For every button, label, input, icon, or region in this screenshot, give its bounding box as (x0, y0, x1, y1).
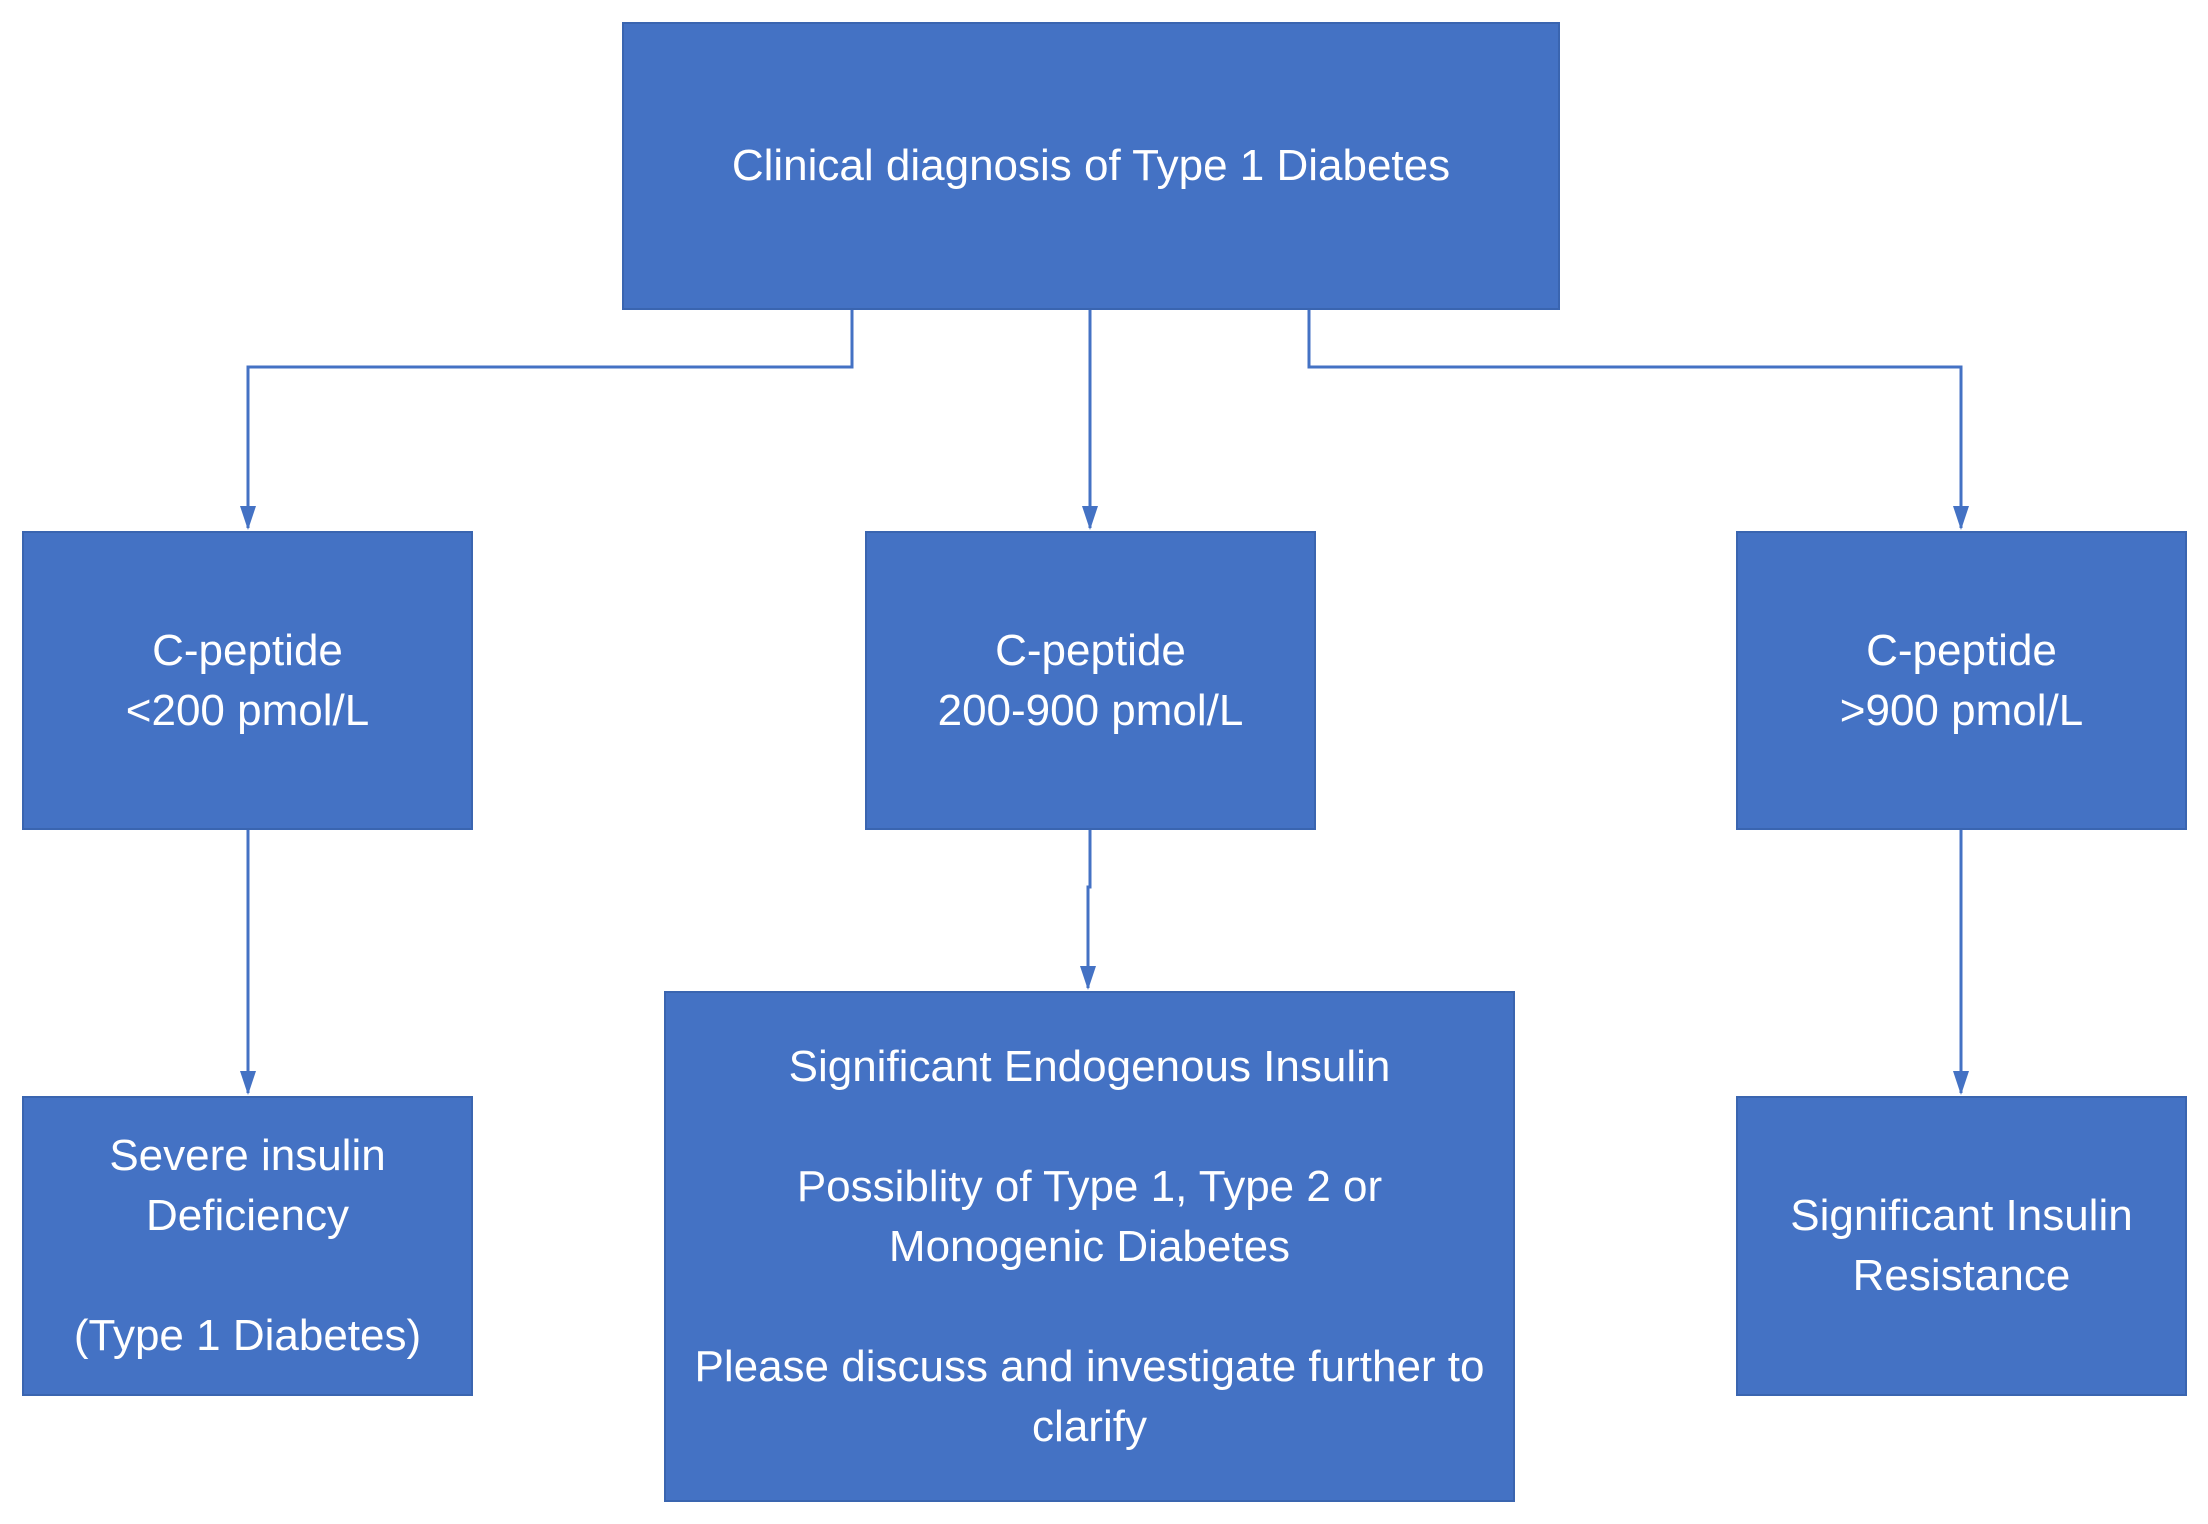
endogenous-line-1: Possiblity of Type 1, Type 2 or (796, 1161, 1383, 1211)
c-peptide-mid-range: 200-900 pmol/L (937, 685, 1244, 735)
arrowhead-endogenous (1080, 966, 1096, 990)
insulin-resistance-node: Significant Insulin Resistance (1736, 1096, 2187, 1396)
c-peptide-low-range: <200 pmol/L (125, 685, 370, 735)
resistance-line-2: Resistance (1852, 1251, 2071, 1300)
c-peptide-mid-node: C-peptide 200-900 pmol/L (865, 531, 1316, 830)
arrowhead-resistance (1953, 1071, 1969, 1095)
arrow-mid-to-endogenous (1086, 828, 1092, 988)
c-peptide-high-node: C-peptide >900 pmol/L (1736, 531, 2187, 830)
arrowhead-mid (1082, 506, 1098, 530)
endogenous-line-3: Please discuss and investigate further t… (694, 1341, 1485, 1391)
deficiency-line-1: Severe insulin (109, 1131, 386, 1180)
c-peptide-high-range: >900 pmol/L (1839, 685, 2084, 735)
resistance-line-1: Significant Insulin (1790, 1191, 2133, 1240)
endogenous-insulin-node: Significant Endogenous Insulin Possiblit… (664, 991, 1515, 1502)
root-node: Clinical diagnosis of Type 1 Diabetes (622, 22, 1560, 310)
deficiency-line-2: Deficiency (146, 1191, 349, 1240)
endogenous-heading: Significant Endogenous Insulin (788, 1041, 1391, 1091)
deficiency-note: (Type 1 Diabetes) (73, 1311, 422, 1360)
c-peptide-mid-label: C-peptide (995, 625, 1186, 675)
endogenous-line-2: Monogenic Diabetes (888, 1221, 1291, 1271)
arrowhead-deficiency (240, 1071, 256, 1095)
arrowhead-high (1953, 506, 1969, 530)
root-label: Clinical diagnosis of Type 1 Diabetes (731, 141, 1451, 190)
arrow-root-to-low (246, 308, 854, 528)
arrowhead-low (240, 506, 256, 530)
severe-insulin-deficiency-node: Severe insulin Deficiency (Type 1 Diabet… (22, 1096, 473, 1396)
arrow-root-to-high (1307, 308, 1963, 528)
endogenous-line-4: clarify (1032, 1401, 1147, 1451)
c-peptide-low-node: C-peptide <200 pmol/L (22, 531, 473, 830)
c-peptide-low-label: C-peptide (152, 625, 343, 675)
c-peptide-high-label: C-peptide (1866, 625, 2057, 675)
